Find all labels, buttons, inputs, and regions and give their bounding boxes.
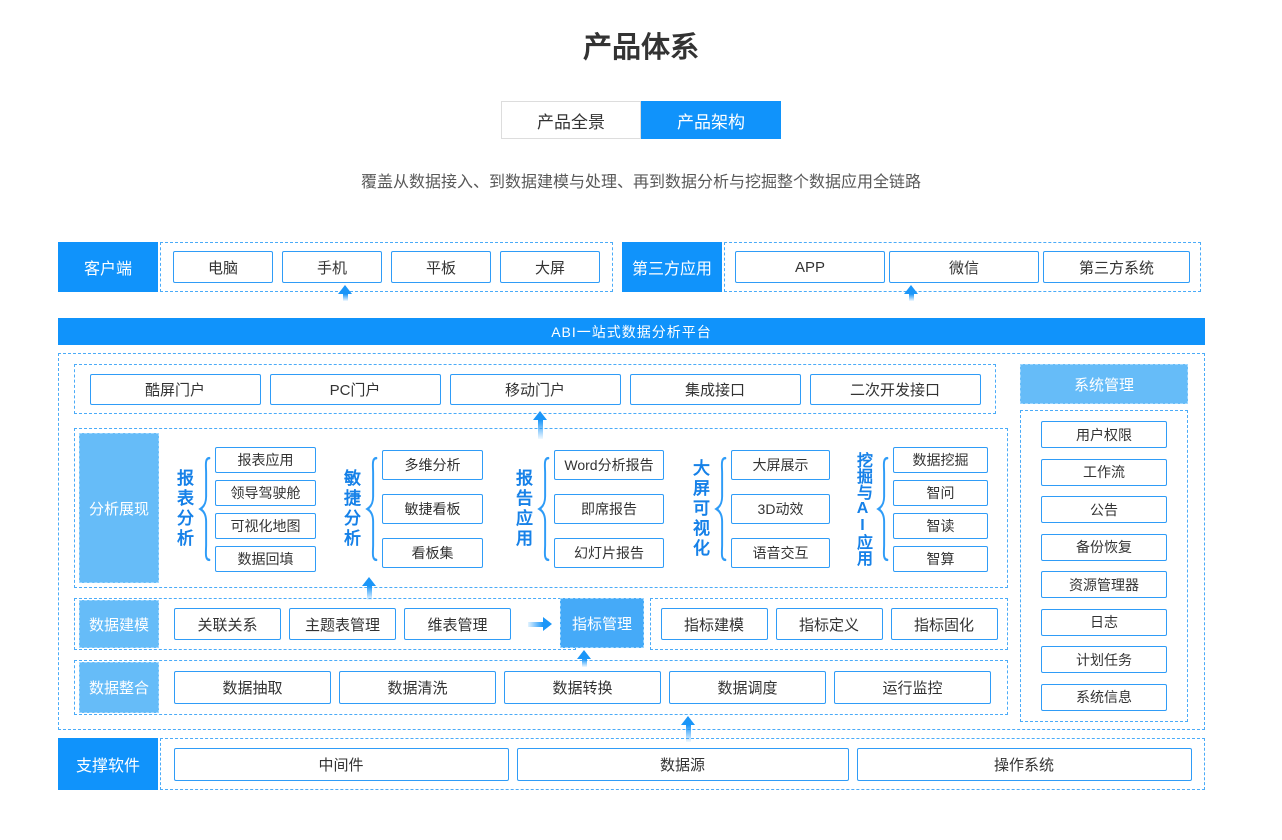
portal-integration-api: 集成接口: [629, 373, 801, 405]
third-party-container: APP 微信 第三方系统: [724, 242, 1201, 292]
brace-icon: [198, 456, 211, 562]
platform-container: [58, 353, 1205, 730]
support-container: 中间件 数据源 操作系统: [160, 738, 1205, 790]
brace-icon: [365, 456, 378, 562]
indicator-item-definition: 指标定义: [775, 608, 883, 640]
analysis-item: 大屏展示: [731, 450, 830, 480]
integration-item-schedule: 数据调度: [669, 671, 826, 704]
analysis-item: 报表应用: [215, 446, 316, 473]
brace-icon: [714, 456, 727, 562]
analysis-group-bigscreen: 大屏可视化 大屏展示 3D动效 语音交互: [690, 441, 830, 577]
analysis-item: 智问: [893, 479, 988, 506]
indicator-items-container: 指标建模 指标定义 指标固化: [650, 598, 1008, 650]
modeling-item-subject-table: 主题表管理: [289, 608, 396, 640]
third-party-section-label: 第三方应用: [622, 242, 722, 292]
analysis-group-agile: 敏捷分析 多维分析 敏捷看板 看板集: [341, 441, 483, 577]
page-subtitle: 覆盖从数据接入、到数据建模与处理、再到数据分析与挖掘整个数据应用全链路: [360, 174, 921, 191]
portals-container: 酷屏门户 PC门户 移动门户 集成接口 二次开发接口: [74, 364, 996, 414]
analysis-item: 数据挖掘: [893, 446, 988, 473]
analysis-item: 3D动效: [731, 494, 830, 524]
analysis-group-report: 报表分析 报表应用 领导驾驶舱 可视化地图 数据回填: [174, 441, 316, 577]
integration-item-transform: 数据转换: [504, 671, 661, 704]
client-item-bigscreen: 大屏: [500, 251, 600, 283]
analysis-group-mining-ai: 挖掘与AI应用 数据挖掘 智问 智读 智算: [854, 441, 988, 577]
third-party-item-system: 第三方系统: [1043, 251, 1190, 283]
analysis-item: 领导驾驶舱: [215, 479, 316, 506]
analysis-item: 智读: [893, 512, 988, 539]
analysis-item: 看板集: [382, 538, 483, 568]
right-arrow-icon: [528, 617, 552, 631]
up-arrow-icon: [681, 716, 695, 742]
group-label-report: 报表分析: [174, 469, 193, 549]
indicator-item-modeling: 指标建模: [660, 608, 768, 640]
sys-item-log: 日志: [1041, 608, 1167, 636]
sys-item-system-info: 系统信息: [1041, 683, 1167, 711]
page-title: 产品体系: [582, 32, 699, 64]
modeling-item-dim-table: 维表管理: [404, 608, 511, 640]
analysis-item: 多维分析: [382, 450, 483, 480]
integration-item-clean: 数据清洗: [339, 671, 496, 704]
up-arrow-icon: [904, 285, 918, 301]
analysis-item: 智算: [893, 545, 988, 572]
analysis-item: 敏捷看板: [382, 494, 483, 524]
indicator-management-box: 指标管理: [560, 598, 644, 648]
client-item-tablet: 平板: [391, 251, 491, 283]
system-management-label: 系统管理: [1020, 364, 1188, 404]
integration-section: 数据整合 数据抽取 数据清洗 数据转换 数据调度 运行监控: [74, 660, 1008, 715]
sys-item-user-permission: 用户权限: [1041, 421, 1167, 449]
portal-coolscreen: 酷屏门户: [89, 373, 261, 405]
portal-dev-api: 二次开发接口: [809, 373, 981, 405]
up-arrow-icon: [338, 285, 352, 301]
modeling-item-relation: 关联关系: [174, 608, 281, 640]
group-label-agile: 敏捷分析: [341, 469, 360, 549]
client-section-label: 客户端: [58, 242, 158, 292]
sys-item-announcement: 公告: [1041, 496, 1167, 524]
group-label-mining-ai: 挖掘与AI应用: [854, 452, 871, 566]
analysis-item: 即席报告: [554, 494, 664, 524]
third-party-item-wechat: 微信: [889, 251, 1039, 283]
client-item-phone: 手机: [282, 251, 382, 283]
system-management-container: 用户权限 工作流 公告 备份恢复 资源管理器 日志 计划任务 系统信息: [1020, 410, 1188, 722]
integration-section-label: 数据整合: [79, 662, 159, 713]
analysis-item: 数据回填: [215, 545, 316, 572]
analysis-section-label: 分析展现: [79, 433, 159, 583]
sys-item-scheduled-task: 计划任务: [1041, 646, 1167, 674]
analysis-item: Word分析报告: [554, 450, 664, 480]
analysis-item: 可视化地图: [215, 512, 316, 539]
portal-pc: PC门户: [269, 373, 441, 405]
support-section-label: 支撑软件: [58, 738, 158, 790]
support-item-middleware: 中间件: [173, 747, 509, 781]
integration-item-monitor: 运行监控: [834, 671, 991, 704]
analysis-item: 语音交互: [731, 538, 830, 568]
analysis-section: 分析展现 报表分析 报表应用 领导驾驶舱 可视化地图 数据回填 敏捷分析 多维分…: [74, 428, 1008, 588]
group-label-bigscreen: 大屏可视化: [690, 459, 709, 559]
analysis-item: 幻灯片报告: [554, 538, 664, 568]
sys-item-resource-manager: 资源管理器: [1041, 571, 1167, 599]
modeling-section-label: 数据建模: [79, 600, 159, 648]
third-party-item-app: APP: [735, 251, 885, 283]
up-arrow-icon: [362, 577, 376, 600]
indicator-item-solidify: 指标固化: [890, 608, 998, 640]
modeling-section: 数据建模 关联关系 主题表管理 维表管理: [74, 598, 576, 650]
client-item-pc: 电脑: [173, 251, 273, 283]
platform-banner: ABI一站式数据分析平台: [58, 318, 1205, 345]
sys-item-backup: 备份恢复: [1041, 533, 1167, 561]
integration-item-extract: 数据抽取: [174, 671, 331, 704]
up-arrow-icon: [577, 650, 591, 667]
analysis-group-report-app: 报告应用 Word分析报告 即席报告 幻灯片报告: [513, 441, 664, 577]
brace-icon: [537, 456, 550, 562]
up-arrow-icon: [533, 411, 547, 439]
support-item-datasource: 数据源: [516, 747, 849, 781]
tab-product-architecture[interactable]: 产品架构: [641, 101, 781, 139]
support-item-os: 操作系统: [856, 747, 1192, 781]
portal-mobile: 移动门户: [449, 373, 621, 405]
tab-bar: 产品全景 产品架构: [0, 101, 1282, 139]
brace-icon: [876, 456, 889, 562]
sys-item-workflow: 工作流: [1041, 458, 1167, 486]
group-label-report-app: 报告应用: [513, 469, 532, 549]
client-devices-container: 电脑 手机 平板 大屏: [160, 242, 613, 292]
tab-product-panorama[interactable]: 产品全景: [501, 101, 641, 139]
